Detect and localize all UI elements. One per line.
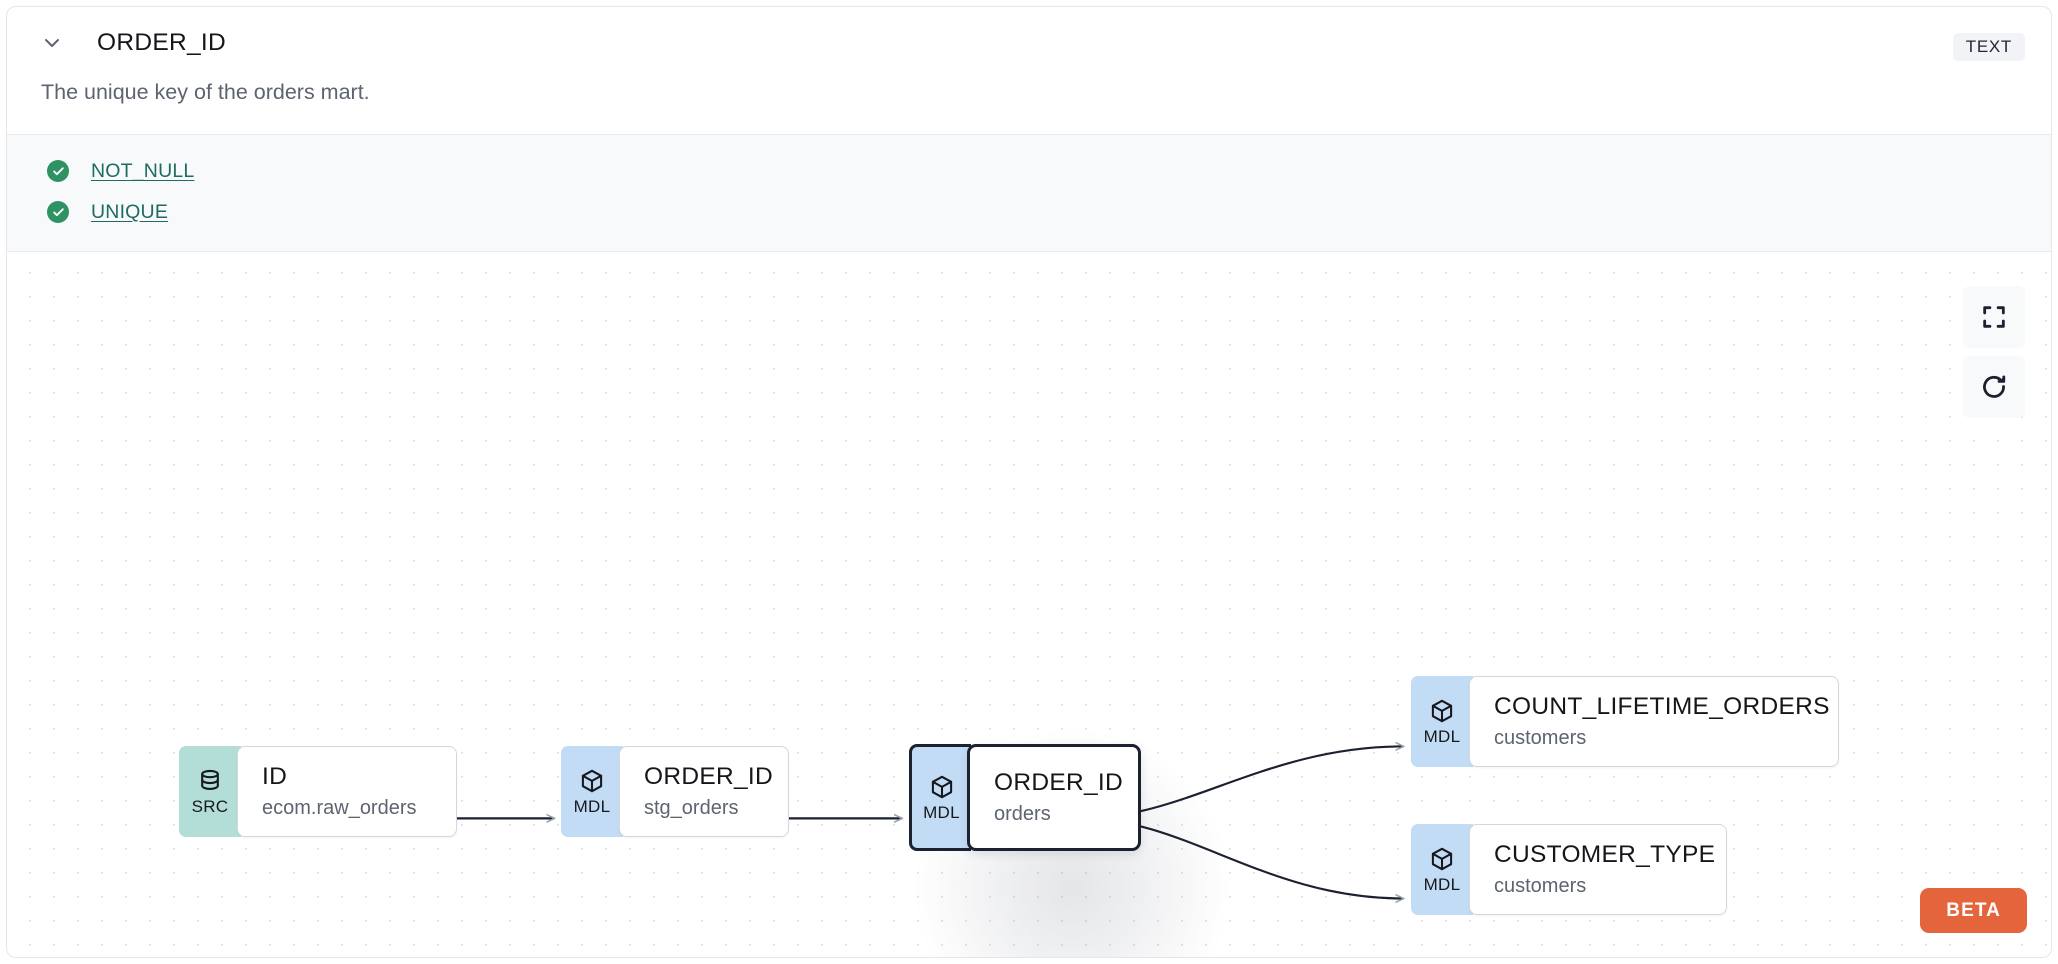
- cube-icon: [1431, 700, 1453, 723]
- cube-icon: [1431, 848, 1453, 871]
- node-badge-label: SRC: [191, 797, 229, 817]
- lineage-edges: [396, 252, 2051, 957]
- node-type-badge-mdl: MDL: [909, 743, 971, 852]
- node-subtitle: customers: [1494, 875, 1587, 898]
- lineage-node-count-lifetime-orders[interactable]: MDL COUNT_LIFETIME_ORDERS customers: [1411, 675, 1839, 768]
- check-circle-icon: [47, 201, 69, 224]
- node-subtitle: stg_orders: [644, 797, 739, 820]
- test-row: UNIQUE: [7, 192, 2051, 233]
- fit-view-button[interactable]: [1963, 285, 2025, 348]
- node-subtitle: orders: [994, 803, 1051, 826]
- node-body: COUNT_LIFETIME_ORDERS customers: [1469, 675, 1839, 768]
- test-link-not-null[interactable]: NOT_NULL: [91, 159, 195, 182]
- lineage-node-customer-type[interactable]: MDL CUSTOMER_TYPE customers: [1411, 823, 1727, 916]
- node-subtitle: ecom.raw_orders: [262, 797, 417, 820]
- node-body: ID ecom.raw_orders: [237, 745, 457, 838]
- beta-badge[interactable]: BETA: [1920, 888, 2027, 933]
- canvas-controls: [1963, 285, 2025, 418]
- column-type-badge: TEXT: [1952, 33, 2025, 61]
- panel-header: ORDER_ID TEXT: [7, 7, 2051, 79]
- fullscreen-icon: [1983, 306, 2005, 328]
- node-badge-label: MDL: [573, 797, 611, 817]
- node-body: ORDER_ID orders: [967, 743, 1141, 852]
- test-row: NOT_NULL: [7, 151, 2051, 192]
- node-body: CUSTOMER_TYPE customers: [1469, 823, 1727, 916]
- refresh-button[interactable]: [1963, 355, 2025, 418]
- database-icon: [201, 770, 219, 791]
- chevron-down-icon[interactable]: [37, 28, 67, 58]
- lineage-node-src-id[interactable]: SRC ID ecom.raw_orders: [179, 745, 457, 838]
- cube-icon: [581, 770, 603, 793]
- node-badge-label: MDL: [923, 803, 960, 823]
- check-circle-icon: [47, 160, 69, 183]
- node-type-badge-mdl: MDL: [1411, 675, 1473, 768]
- column-description: The unique key of the orders mart.: [41, 80, 370, 104]
- lineage-node-stg-order-id[interactable]: MDL ORDER_ID stg_orders: [561, 745, 789, 838]
- column-detail-panel: ORDER_ID TEXT The unique key of the orde…: [6, 6, 2052, 958]
- node-name: ORDER_ID: [994, 768, 1124, 796]
- page-title: ORDER_ID: [97, 29, 227, 56]
- refresh-icon: [1983, 375, 2006, 398]
- node-type-badge-mdl: MDL: [561, 745, 623, 838]
- tests-section: NOT_NULL UNIQUE: [7, 133, 2051, 252]
- lineage-node-orders-order-id[interactable]: MDL ORDER_ID orders: [909, 743, 1141, 852]
- node-type-badge-mdl: MDL: [1411, 823, 1473, 916]
- lineage-canvas[interactable]: SRC ID ecom.raw_orders MDL ORDER_ID stg_…: [7, 251, 2051, 957]
- test-link-unique[interactable]: UNIQUE: [91, 200, 169, 223]
- node-subtitle: customers: [1494, 727, 1587, 750]
- node-badge-label: MDL: [1423, 875, 1461, 895]
- node-name: COUNT_LIFETIME_ORDERS: [1494, 692, 1830, 720]
- node-type-badge-src: SRC: [179, 745, 241, 838]
- node-name: ORDER_ID: [644, 762, 774, 790]
- node-body: ORDER_ID stg_orders: [619, 745, 789, 838]
- node-name: ID: [262, 762, 288, 790]
- node-badge-label: MDL: [1423, 727, 1461, 747]
- node-name: CUSTOMER_TYPE: [1494, 840, 1716, 868]
- cube-icon: [931, 776, 952, 799]
